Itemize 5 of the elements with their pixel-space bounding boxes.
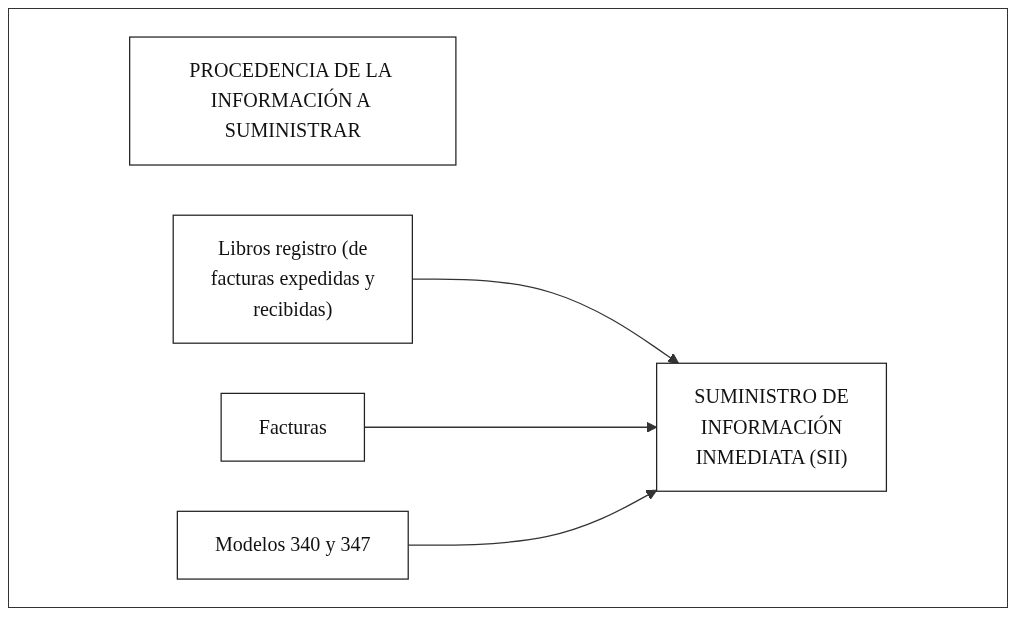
node-box: Modelos 340 y 347 bbox=[176, 510, 409, 580]
node-box: Libros registro (de facturas expedidas y recibidas) bbox=[172, 214, 413, 344]
node-box: PROCEDENCIA DE LA INFORMACIÓN A SUMINISTRAR bbox=[129, 36, 457, 166]
node-box: SUMINISTRO DE INFORMACIÓN INMEDIATA (SII) bbox=[655, 362, 887, 492]
node-box: Facturas bbox=[220, 392, 365, 462]
